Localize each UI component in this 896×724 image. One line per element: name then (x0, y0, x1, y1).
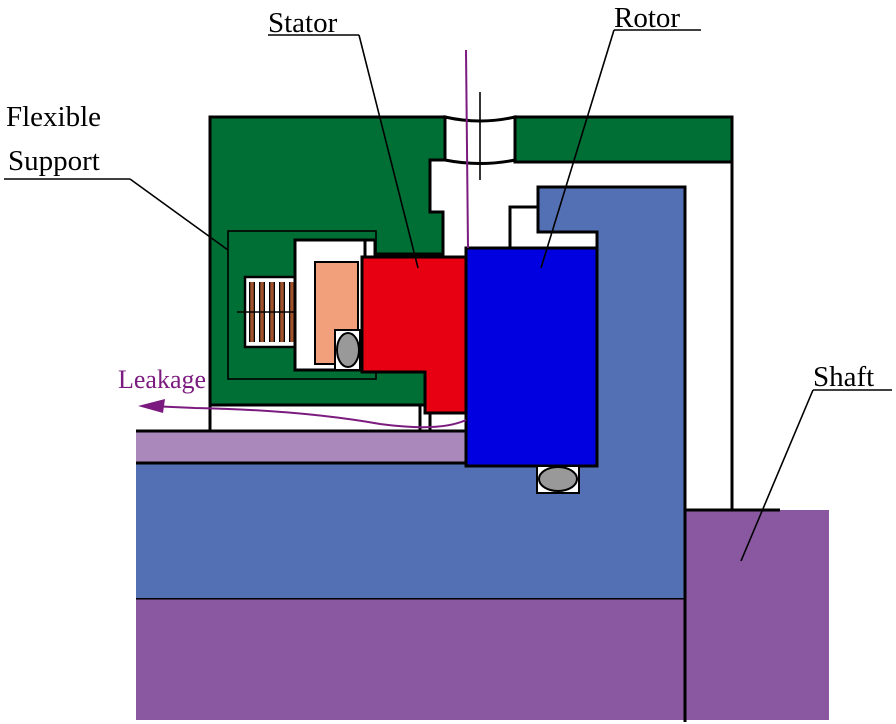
stator-label: Stator (268, 7, 338, 39)
rotor-leader (540, 29, 615, 269)
leakage-path (149, 49, 469, 429)
shaft-sleeve (136, 187, 685, 598)
shaft-label: Shaft (813, 361, 874, 393)
housing-top-right (513, 115, 734, 164)
flexible-support-label-line2: Support (8, 145, 100, 177)
seat-plate (136, 431, 468, 463)
leakage-label: Leakage (118, 365, 206, 394)
o-ring-stator (336, 332, 360, 368)
rotor-step (508, 205, 599, 250)
flexible-support-label-line1: Flexible (6, 101, 101, 133)
rotor-ring (464, 246, 599, 468)
rotor-label: Rotor (614, 2, 680, 34)
shaft-leader (740, 389, 814, 562)
flexible-support-leader (129, 178, 229, 251)
stator-leader (358, 34, 419, 269)
shaft-step (685, 510, 829, 720)
o-ring-rotor (538, 466, 578, 492)
shaft-lower (136, 598, 685, 720)
leakage-arrow-icon (138, 399, 165, 413)
